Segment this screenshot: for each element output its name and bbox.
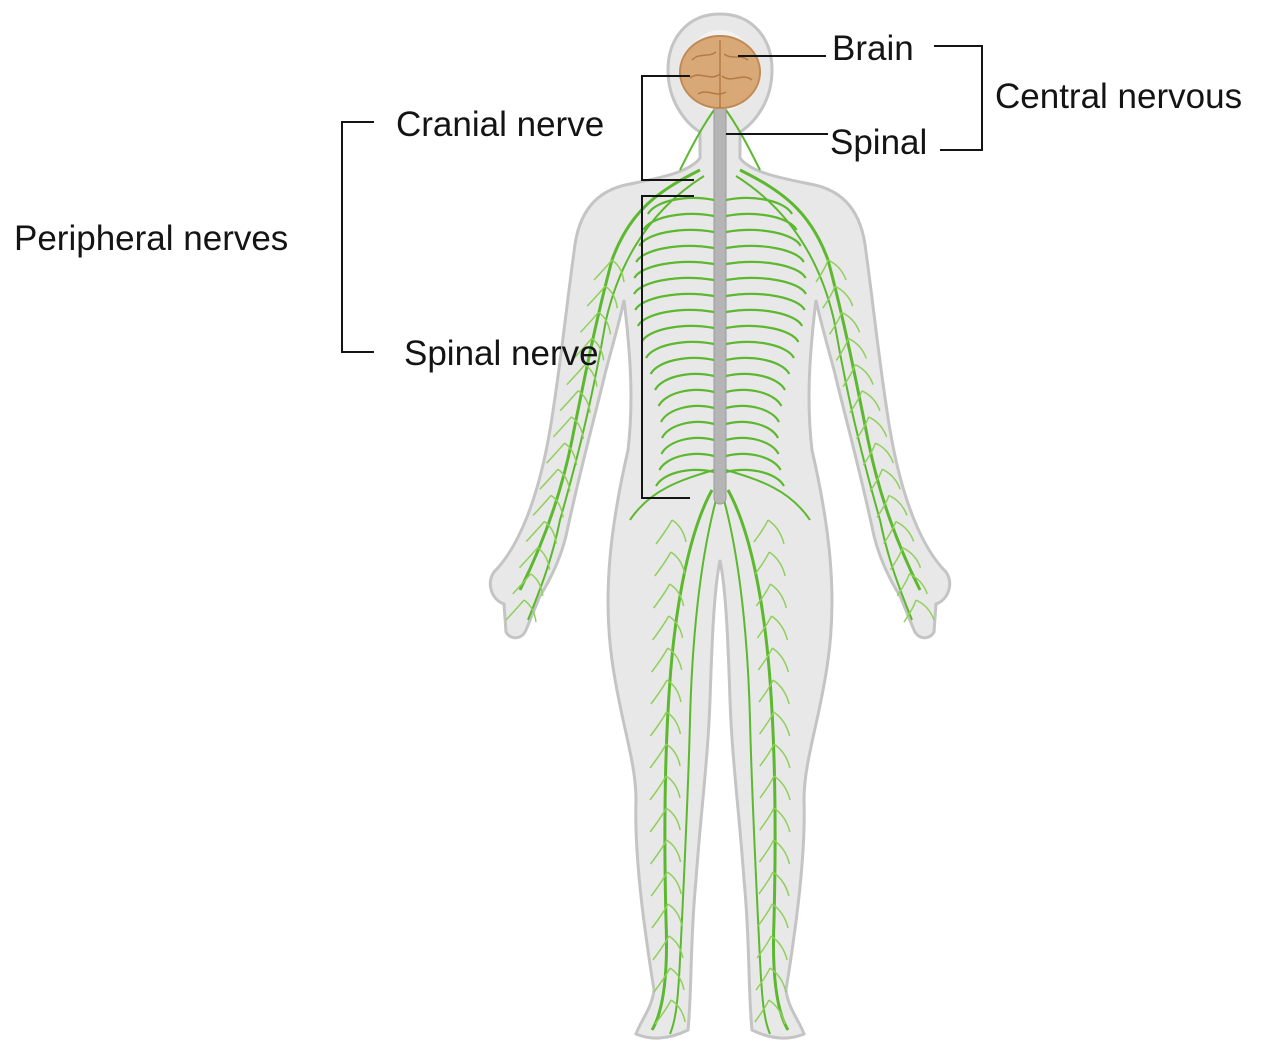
label-peripheral-nerves: Peripheral nerves: [14, 221, 288, 256]
spinal-cord-shape: [714, 104, 726, 504]
label-brain: Brain: [832, 31, 914, 66]
bracket-central-nervous: [934, 46, 982, 150]
label-spinal-nerve: Spinal nerve: [404, 336, 599, 371]
spinal-cord: [714, 104, 726, 504]
brain: [680, 36, 760, 108]
bracket-peripheral-nerves: [342, 122, 374, 352]
label-cranial-nerve: Cranial nerve: [396, 107, 604, 142]
label-spinal-cord: Spinal: [830, 125, 927, 160]
label-central-nervous: Central nervous: [995, 79, 1242, 114]
